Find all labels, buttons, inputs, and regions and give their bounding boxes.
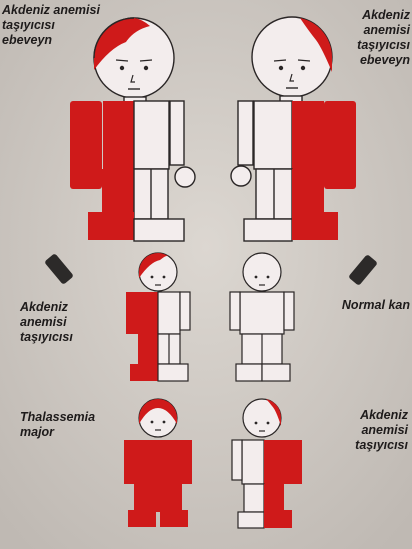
label-line: taşıyıcısı <box>357 38 410 53</box>
label-parent-left: Akdeniz anemisi taşıyıcısı ebeveyn <box>2 3 100 48</box>
label-line: ebeveyn <box>2 33 100 48</box>
label-line: taşıyıcısı <box>2 18 100 33</box>
label-line: anemisi <box>20 315 73 330</box>
label-line: anemisi <box>355 423 408 438</box>
label-line: Normal kan <box>342 298 410 313</box>
label-parent-right: Akdeniz anemisi taşıyıcısı ebeveyn <box>357 8 410 68</box>
label-child-mid-left: Akdeniz anemisi taşıyıcısı <box>20 300 73 345</box>
label-line: Akdeniz anemisi <box>2 3 100 18</box>
label-line: Thalassemia <box>20 410 95 425</box>
label-line: Akdeniz <box>357 8 410 23</box>
label-line: major <box>20 425 95 440</box>
label-line: ebeveyn <box>357 53 410 68</box>
label-line: anemisi <box>357 23 410 38</box>
label-line: taşıyıcısı <box>20 330 73 345</box>
label-line: taşıyıcısı <box>355 438 408 453</box>
label-line: Akdeniz <box>20 300 73 315</box>
label-child-bottom-left: Thalassemia major <box>20 410 95 440</box>
label-line: Akdeniz <box>355 408 408 423</box>
label-child-mid-right: Normal kan <box>342 298 410 313</box>
label-child-bottom-right: Akdeniz anemisi taşıyıcısı <box>355 408 408 453</box>
